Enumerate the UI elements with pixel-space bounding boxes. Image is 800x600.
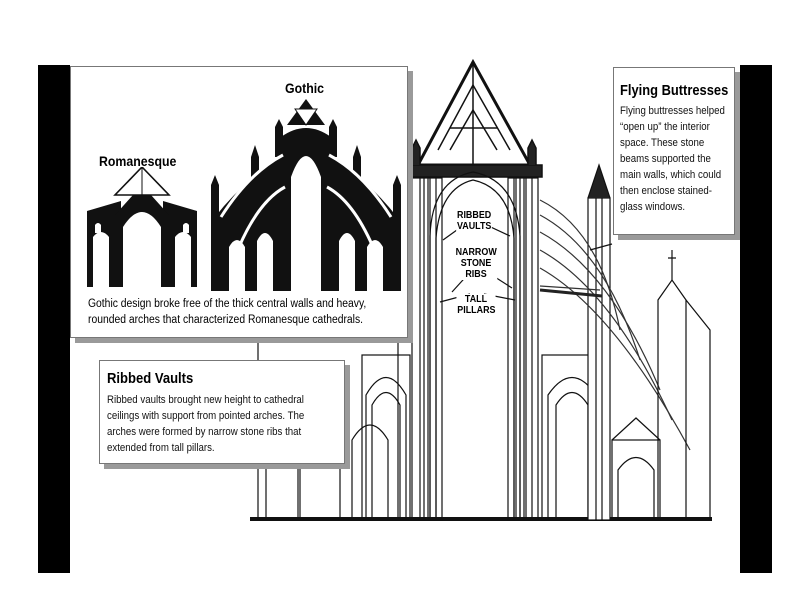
flying-buttresses-title: Flying Buttresses [620, 82, 729, 99]
pillars [411, 177, 539, 521]
romanesque-label: Romanesque [99, 153, 177, 169]
ribbed-vaults-label: RIBBED VAULTS [456, 209, 492, 232]
right-tower [587, 163, 611, 521]
style-comparison-box: Romanesque Gothic [70, 66, 408, 338]
flying-buttress-lines [539, 199, 691, 451]
flying-buttresses-box: Flying Buttresses Flying buttresses help… [613, 67, 735, 235]
central-gable [405, 58, 543, 178]
tall-pillars-label: TALL PILLARS [456, 293, 496, 316]
ribbed-vaults-text: Ribbed vaults brought new height to cath… [107, 394, 305, 454]
narrow-stone-ribs-label: NARROW STONE RIBS [454, 246, 498, 280]
gothic-label: Gothic [285, 80, 325, 96]
flying-buttresses-text: Flying buttresses helped “open up” the i… [620, 105, 725, 213]
ribbed-vaults-title: Ribbed Vaults [107, 371, 194, 387]
right-buttress [611, 250, 711, 521]
gothic-cross-section [211, 99, 401, 291]
comparison-caption: Gothic design broke free of the thick ce… [88, 298, 367, 326]
ribbed-vaults-box: Ribbed Vaults Ribbed vaults brought new … [99, 360, 345, 464]
romanesque-cross-section [87, 167, 197, 287]
